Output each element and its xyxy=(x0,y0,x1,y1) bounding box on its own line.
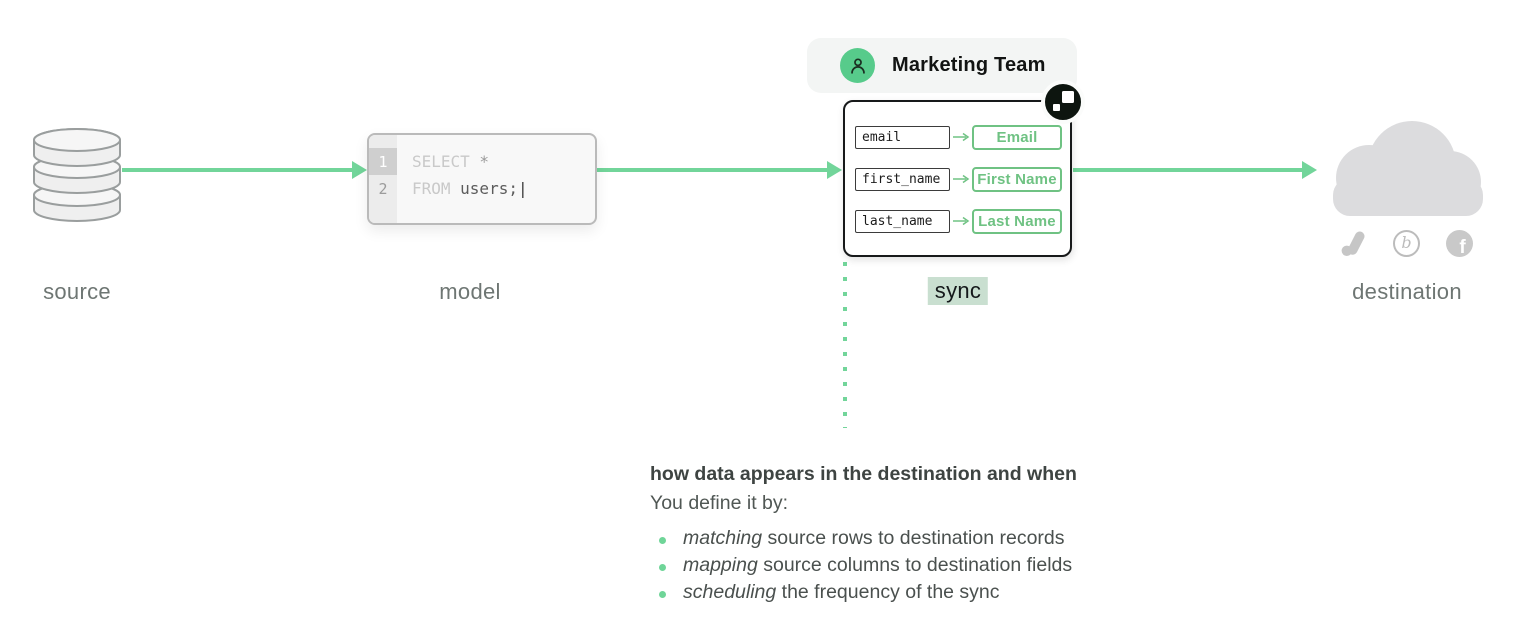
mapping-row: email Email xyxy=(855,124,1062,150)
flow-arrow-source-to-model xyxy=(122,161,367,179)
bullet-dot xyxy=(659,564,666,571)
destination-field-box: First Name xyxy=(972,166,1062,192)
mapping-arrow-icon xyxy=(953,174,970,184)
destination-field-box: Last Name xyxy=(972,208,1062,234)
hightouch-logo-icon xyxy=(1053,104,1060,111)
bullet-list: matching source rows to destination reco… xyxy=(659,527,1072,608)
source-field-box: first_name xyxy=(855,167,950,191)
dotted-connector xyxy=(843,262,847,428)
database-icon xyxy=(32,128,122,228)
facebook-icon: f xyxy=(1446,229,1473,257)
model-code-box: 1 2 SELECT * FROM users;| xyxy=(367,133,597,225)
text-cursor: | xyxy=(517,179,528,198)
code-line: SELECT * xyxy=(412,152,490,171)
sync-label: sync xyxy=(927,277,989,305)
avatar xyxy=(840,48,875,83)
cloud-icon xyxy=(1327,120,1487,216)
source-field-box: last_name xyxy=(855,209,950,233)
flow-arrow-model-to-sync xyxy=(597,161,842,179)
destination-field-box: Email xyxy=(972,124,1062,150)
google-ads-icon xyxy=(1341,230,1365,256)
description-heading: how data appears in the destination and … xyxy=(650,463,1077,485)
mapping-arrow-icon xyxy=(953,216,970,226)
bullet-item: mapping source columns to destination fi… xyxy=(659,554,1072,581)
team-name-label: Marketing Team xyxy=(892,54,1046,76)
source-label: source xyxy=(43,279,111,304)
sync-mapping-box: email Email first_name First Name last_n… xyxy=(843,100,1072,257)
destination-label: destination xyxy=(1352,279,1462,304)
hightouch-badge xyxy=(1041,80,1085,124)
line-number: 1 xyxy=(369,148,397,175)
flow-arrow-sync-to-destination xyxy=(1073,161,1317,179)
line-number: 2 xyxy=(378,179,388,198)
bullet-item: scheduling the frequency of the sync xyxy=(659,581,1072,608)
hightouch-logo-icon xyxy=(1062,91,1074,103)
mapping-row: last_name Last Name xyxy=(855,208,1062,234)
bullet-item: matching source rows to destination reco… xyxy=(659,527,1072,554)
bullet-dot xyxy=(659,591,666,598)
braze-icon: b xyxy=(1393,229,1420,257)
destination-app-icons: b f xyxy=(1327,228,1487,258)
code-line: FROM users;| xyxy=(412,179,528,198)
line-number-gutter: 1 2 xyxy=(369,135,397,223)
code-editor-text: SELECT * FROM users;| xyxy=(397,135,528,223)
model-label: model xyxy=(439,279,501,304)
source-field-box: email xyxy=(855,125,950,149)
mapping-arrow-icon xyxy=(953,132,970,142)
mapping-row: first_name First Name xyxy=(855,166,1062,192)
description-subheading: You define it by: xyxy=(650,492,789,514)
bullet-dot xyxy=(659,537,666,544)
marketing-team-pill: Marketing Team xyxy=(807,38,1077,93)
person-icon xyxy=(850,57,865,74)
